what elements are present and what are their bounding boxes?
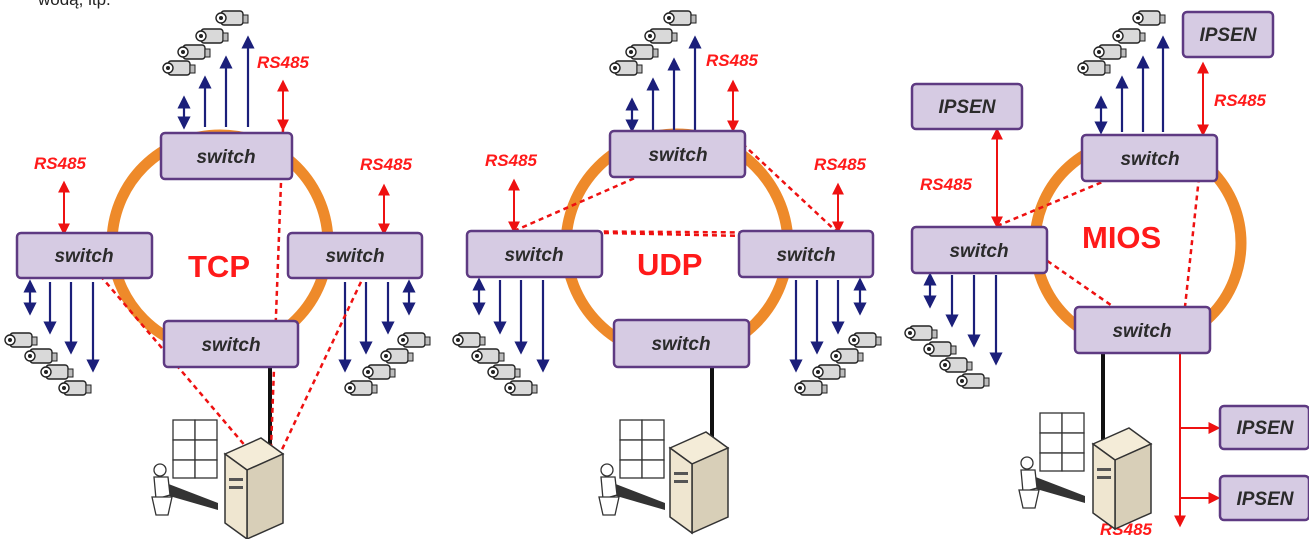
rs485-label: RS485 [257, 53, 310, 72]
switch-label: switch [1112, 321, 1171, 342]
camera-icon [487, 364, 521, 380]
camera-icon [504, 380, 538, 396]
camera-icon [24, 348, 58, 364]
switch-label: switch [325, 246, 384, 267]
ipsen-label: IPSEN [1236, 489, 1294, 510]
protocol-label-tcp: TCP [188, 249, 250, 284]
rs485-links [58, 61, 1221, 528]
camera-icon [177, 44, 211, 60]
server-icon [1091, 427, 1153, 531]
camera-links [23, 35, 1170, 373]
switch-box [910, 225, 1049, 275]
switch-label: switch [196, 147, 255, 168]
switch-box [465, 229, 604, 279]
camera-icon [609, 60, 643, 76]
camera-icon [812, 364, 846, 380]
ipsen-label: IPSEN [938, 97, 996, 118]
monitoring-station-icon [151, 419, 218, 516]
camera-icon [471, 348, 505, 364]
switch-box [159, 131, 294, 181]
camera-icon [1112, 28, 1146, 44]
switch-label: switch [651, 334, 710, 355]
monitoring-station-icon [598, 419, 665, 516]
camera-icon [956, 373, 990, 389]
ipsen-boxes: IPSEN IPSEN IPSEN IPSEN [910, 10, 1309, 522]
switch-box [286, 231, 424, 280]
trunk-lines [268, 353, 1105, 455]
mios-route [996, 138, 1205, 356]
camera-icon [1132, 10, 1166, 26]
camera-icon [380, 348, 414, 364]
camera-icon [58, 380, 92, 396]
switch-box [1073, 305, 1212, 355]
switch-label: switch [776, 245, 835, 266]
camera-icon [625, 44, 659, 60]
switch-box [608, 129, 747, 179]
camera-icon [215, 10, 249, 26]
rs485-label: RS485 [485, 151, 538, 170]
camera-icon [644, 28, 678, 44]
monitoring-station-icon [1018, 412, 1085, 509]
camera-icon [830, 348, 864, 364]
ipsen-box [1218, 404, 1309, 451]
camera-icon [40, 364, 74, 380]
switch-label: switch [1120, 149, 1179, 170]
camera-icon [904, 325, 938, 341]
rs485-label: RS485 [1214, 91, 1267, 110]
camera-icon [1093, 44, 1127, 60]
rs485-label: RS485 [920, 175, 973, 194]
server-icon [223, 437, 285, 539]
switch-boxes: switch switch switch switch switch switc… [15, 129, 1219, 369]
rs485-label: RS485 [360, 155, 413, 174]
camera-icon [397, 332, 431, 348]
server-icon [668, 431, 730, 535]
protocol-label-udp: UDP [637, 247, 702, 282]
camera-icon [794, 380, 828, 396]
rs485-label: RS485 [34, 154, 87, 173]
ipsen-label: IPSEN [1199, 25, 1257, 46]
camera-icon [362, 364, 396, 380]
camera-icon [923, 341, 957, 357]
switch-label: switch [201, 335, 260, 356]
switch-box [15, 231, 154, 280]
udp-route [513, 133, 842, 235]
rs485-label: RS485 [814, 155, 867, 174]
ipsen-box [1181, 10, 1275, 59]
switch-box [612, 318, 751, 369]
protocol-label-mios: MIOS [1082, 220, 1161, 255]
rs485-label: RS485 [706, 51, 759, 70]
switch-label: switch [504, 245, 563, 266]
camera-icon [452, 332, 486, 348]
ipsen-label: IPSEN [1236, 418, 1294, 439]
camera-icon [4, 332, 38, 348]
camera-icon [344, 380, 378, 396]
intro-text-fragment: wodą, itp. [38, 0, 111, 10]
camera-icon [195, 28, 229, 44]
rs485-labels: RS485 RS485 RS485 RS485 RS485 RS485 RS48… [34, 51, 1267, 539]
camera-icon [162, 60, 196, 76]
camera-icon [1077, 60, 1111, 76]
switch-box [1080, 133, 1219, 183]
switch-box [162, 319, 300, 369]
switch-label: switch [648, 145, 707, 166]
camera-icon [939, 357, 973, 373]
camera-icon [848, 332, 882, 348]
switch-label: switch [949, 241, 1008, 262]
switch-label: switch [54, 246, 113, 267]
camera-icon [663, 10, 697, 26]
switch-box [737, 229, 875, 279]
ipsen-box [910, 82, 1024, 131]
ipsen-box [1218, 474, 1309, 522]
